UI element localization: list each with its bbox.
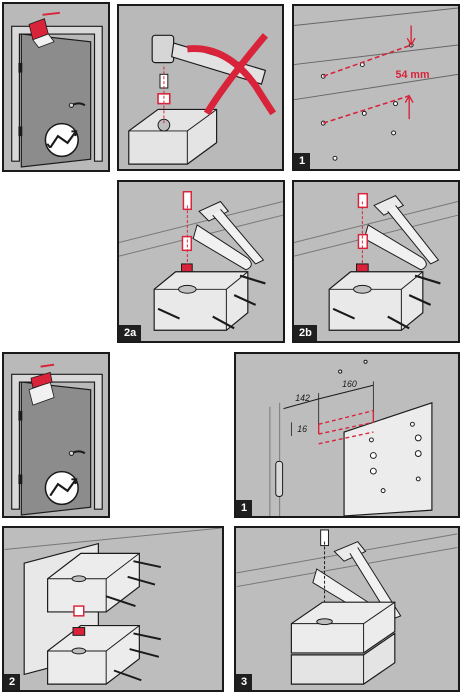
prohibited-x-icon	[186, 33, 277, 116]
mount-2a-illustration	[119, 182, 283, 341]
hinge	[18, 474, 23, 485]
door-illustration	[4, 5, 108, 169]
step-badge: 1	[236, 500, 253, 516]
closer-body	[47, 625, 140, 685]
closer-body	[290, 632, 396, 685]
closer-body	[47, 552, 140, 613]
dimension-label-16: 16	[297, 424, 307, 434]
drill-pattern-illustration: 54 mm	[294, 6, 458, 169]
dimension-label-54: 54 mm	[396, 69, 430, 81]
hinge	[18, 410, 23, 421]
hinge	[18, 126, 23, 137]
panel-mount-bodies: 2	[2, 526, 224, 692]
panel-mount-2b: 2b	[292, 180, 460, 343]
panel-final-assembly: 3	[234, 526, 460, 692]
no-hammer-illustration	[119, 6, 282, 169]
dimension-label-142: 142	[295, 393, 310, 403]
dimension-label-160: 160	[342, 379, 357, 389]
opening-direction-icon	[44, 470, 79, 506]
step-badge: 1	[294, 153, 311, 169]
mount-bodies-illustration	[4, 528, 222, 690]
panel-door-frame-mount	[2, 352, 110, 518]
closer-body	[153, 271, 249, 331]
final-assembly-illustration	[236, 528, 458, 690]
template-illustration: 142 160 16	[236, 354, 458, 516]
step-badge: 2	[4, 674, 21, 690]
step-badge: 3	[236, 674, 253, 690]
panel-drill-pattern-54: 54 mm 1	[292, 4, 460, 171]
panel-mount-2a: 2a	[117, 180, 285, 343]
closer-arm	[363, 195, 440, 271]
step-badge: 2a	[119, 325, 142, 341]
template-sheet	[343, 401, 433, 516]
opening-direction-icon	[44, 122, 79, 158]
panel-template-dimensions: 142 160 16 1	[234, 352, 460, 518]
door-closer-marker	[28, 363, 55, 406]
door-illustration	[4, 355, 108, 516]
hinge	[275, 460, 284, 497]
panel-no-hammer	[117, 4, 284, 171]
mount-2b-illustration	[294, 182, 458, 341]
door-closer-marker	[28, 11, 60, 48]
hinge	[18, 62, 23, 73]
closer-body	[328, 271, 424, 331]
step-badge: 2b	[294, 325, 317, 341]
closer-arm	[192, 200, 265, 271]
closer-body	[290, 601, 396, 654]
panel-door-top-mount	[2, 2, 110, 172]
